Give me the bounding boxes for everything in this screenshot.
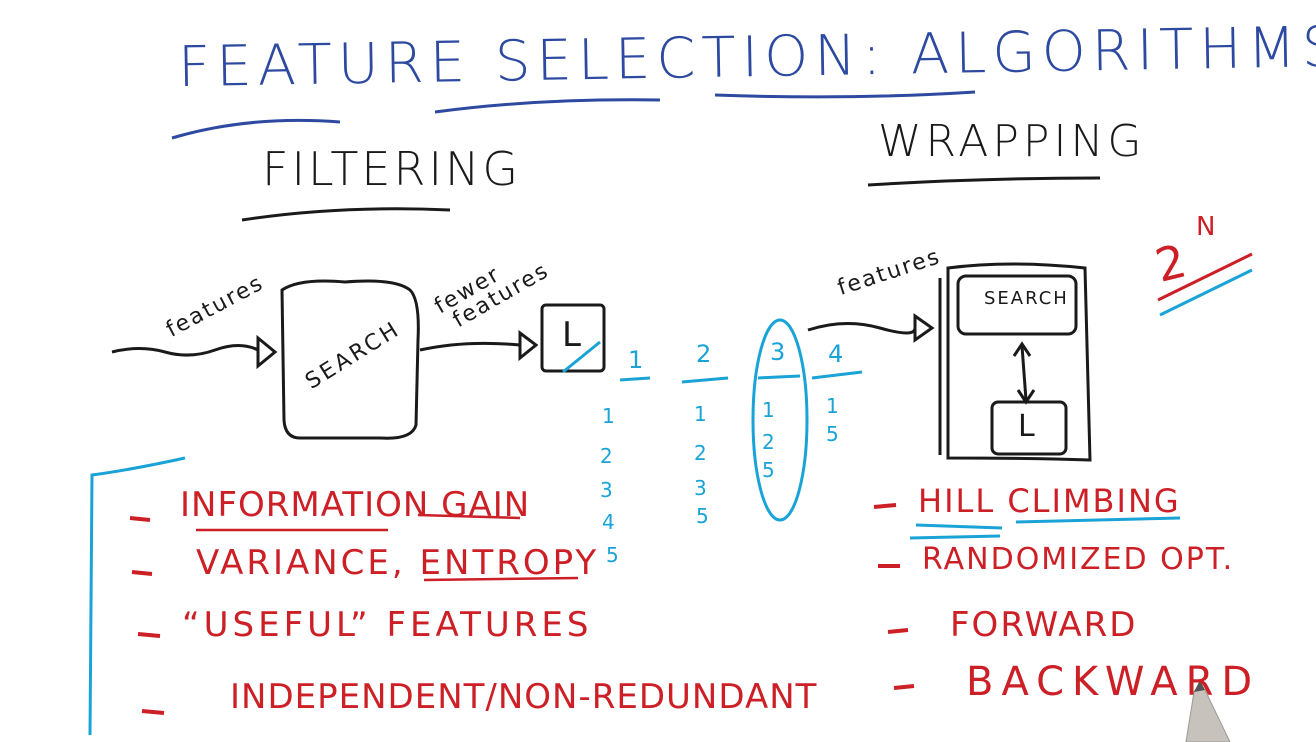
complexity-underline-red <box>1157 252 1253 302</box>
hill-underline-2 <box>909 534 1001 540</box>
wrap-list-item: FORWARD <box>950 605 1138 645</box>
wrapping-underline <box>867 176 1101 187</box>
filter-learner-box <box>540 303 606 373</box>
gain-underline <box>417 513 521 520</box>
climbing-underline <box>1015 516 1181 524</box>
filter-list-item: VARIANCE, ENTROPY <box>196 543 600 583</box>
table-col2-item: 2 <box>694 441 709 465</box>
col3-highlight-ellipse <box>751 318 809 522</box>
table-col2-item: 1 <box>694 402 709 426</box>
wrap-loop-arrowhead-up <box>1012 341 1032 357</box>
wrap-learner-label: L <box>1018 409 1037 444</box>
marker-pen-nib <box>1194 680 1205 692</box>
table-col2-header: 2 <box>696 340 714 368</box>
wrap-list-item: RANDOMIZED OPT. <box>922 542 1235 577</box>
bullet-7 <box>887 628 909 634</box>
filter-list-bracket <box>88 456 186 736</box>
hill-underline <box>915 523 1003 530</box>
table-col1-item: 5 <box>606 543 621 567</box>
title-underline-3 <box>714 90 976 99</box>
wrap-outer-frame <box>946 262 1092 462</box>
wrap-input-arrowhead <box>913 313 935 343</box>
table-col2-item: 5 <box>696 504 711 528</box>
table-col4-item: 5 <box>826 422 841 446</box>
filter-learner-label: L <box>562 315 583 355</box>
table-col1-item: 1 <box>602 404 617 428</box>
filter-output-arrowhead <box>518 330 539 362</box>
table-col4-item: 1 <box>826 394 841 418</box>
table-col4-header: 4 <box>828 340 846 368</box>
bullet-2 <box>131 570 153 576</box>
title-underline-2 <box>434 98 661 114</box>
bullet-1 <box>129 516 151 522</box>
wrap-list-item: HILL CLIMBING <box>918 482 1181 520</box>
wrap-search-label: SEARCH <box>984 288 1069 309</box>
table-col2-item: 3 <box>694 476 709 500</box>
bullet-4 <box>141 709 165 715</box>
table-col1-item: 4 <box>602 510 617 534</box>
filtering-underline <box>241 207 451 222</box>
filter-list-bullets <box>129 516 165 715</box>
complexity-exponent: N <box>1196 212 1218 242</box>
filter-list-item: “USEFUL” FEATURES <box>182 605 593 645</box>
wrap-input-arrow <box>807 321 917 335</box>
wrap-list-bullets <box>873 503 915 690</box>
filter-learner-slash <box>562 340 601 374</box>
table-col3-item: 2 <box>762 430 777 454</box>
bullet-5 <box>873 503 897 509</box>
table-col1-header: 1 <box>628 346 646 374</box>
wrap-list-item: BACKWARD <box>966 659 1261 705</box>
filter-search-box <box>280 279 420 440</box>
table-col3-header: 3 <box>770 338 788 366</box>
wrap-loop-arrow <box>1020 345 1028 401</box>
filter-input-arrow <box>111 344 259 357</box>
entropy-underline <box>423 576 579 582</box>
wrapping-heading: WRAPPING <box>878 116 1146 167</box>
complexity-underline-cyan <box>1159 268 1253 317</box>
filter-list-item: INFORMATION GAIN <box>180 485 531 525</box>
col4-underline <box>811 370 863 380</box>
bullet-8 <box>893 684 915 690</box>
wrap-learner-box <box>990 400 1068 456</box>
table-col3-item: 5 <box>762 458 777 482</box>
bullet-3 <box>137 632 161 638</box>
col1-underline <box>619 376 651 382</box>
filter-output-arrow <box>419 341 521 352</box>
wrap-search-box <box>956 274 1078 336</box>
table-col1-item: 3 <box>600 478 615 502</box>
filter-input-arrowhead <box>256 334 278 370</box>
table-col3-item: 1 <box>762 398 777 422</box>
filtering-heading: FILTERING <box>262 142 522 196</box>
table-col1-item: 2 <box>600 444 615 468</box>
title-underline-1 <box>171 118 341 140</box>
col2-underline <box>681 376 729 384</box>
filter-list-item: INDEPENDENT/NON-REDUNDANT <box>230 677 818 717</box>
col3-underline <box>757 374 801 380</box>
